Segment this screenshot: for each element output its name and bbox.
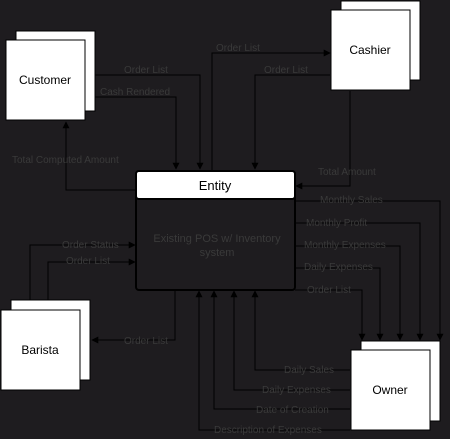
edge-monthly-sales <box>295 200 444 341</box>
label-daily-expenses-bottom: Daily Expenses <box>262 385 331 396</box>
edge-barista-order-list-out <box>91 290 176 344</box>
flow-labels: Order List Cash Rendered Total Computed … <box>12 43 386 436</box>
label-total-computed-amount: Total Computed Amount <box>12 155 119 166</box>
entity-barista-name: Barista <box>21 343 59 357</box>
edge-daily-sales <box>251 290 350 371</box>
edge-order-list-right <box>295 289 366 341</box>
process-node[interactable]: Entity Existing POS w/ Inventory system <box>135 170 296 291</box>
label-daily-expenses-right: Daily Expenses <box>304 262 373 273</box>
label-date-of-creation: Date of Creation <box>256 405 329 416</box>
flow-edges <box>29 49 444 431</box>
edge-customer-order-list <box>90 74 204 170</box>
entity-customer-name: Customer <box>19 73 71 87</box>
edge-date-of-creation <box>210 290 350 410</box>
edge-monthly-profit <box>295 222 424 341</box>
entity-cashier-name: Cashier <box>349 43 390 57</box>
label-monthly-profit: Monthly Profit <box>306 218 367 229</box>
entity-owner-name: Owner <box>372 383 407 397</box>
entity-cashier[interactable]: Cashier <box>330 0 421 91</box>
edge-cashier-order-list-out <box>211 49 331 170</box>
edge-daily-expenses-bottom <box>230 290 350 391</box>
entity-barista[interactable]: Barista <box>0 299 91 391</box>
label-daily-sales: Daily Sales <box>284 365 334 376</box>
label-customer-cash-rendered: Cash Rendered <box>100 87 170 98</box>
edge-description-of-expenses <box>195 290 350 431</box>
label-order-list-right: Order List <box>307 285 351 296</box>
label-customer-order-list: Order List <box>124 65 168 76</box>
label-order-status: Order Status <box>62 240 119 251</box>
edge-barista-order-list-in <box>47 258 136 300</box>
label-barista-order-list-in: Order List <box>66 256 110 267</box>
entity-customer[interactable]: Customer <box>5 30 96 121</box>
label-cashier-order-list-in: Order List <box>264 65 308 76</box>
label-description-of-expenses: Description of Expenses <box>214 425 322 436</box>
entity-owner[interactable]: Owner <box>350 340 441 431</box>
label-monthly-sales: Monthly Sales <box>320 195 383 206</box>
label-total-amount: Total Amount <box>318 167 376 178</box>
edge-total-computed-amount <box>62 121 136 191</box>
label-cashier-order-list-out: Order List <box>216 43 260 54</box>
edge-daily-expenses-right <box>295 267 384 341</box>
process-desc-line2: system <box>200 247 235 259</box>
edge-order-status <box>29 241 136 300</box>
label-monthly-expenses: Monthly Expenses <box>304 240 386 251</box>
label-barista-order-list-out: Order List <box>124 336 168 347</box>
process-desc-line1: Existing POS w/ Inventory <box>153 233 281 245</box>
edge-monthly-expenses <box>295 245 404 341</box>
edge-total-amount <box>295 91 351 190</box>
edge-cashier-order-list-in <box>251 74 330 170</box>
process-title: Entity <box>199 178 232 193</box>
edge-customer-cash-rendered <box>90 96 180 170</box>
